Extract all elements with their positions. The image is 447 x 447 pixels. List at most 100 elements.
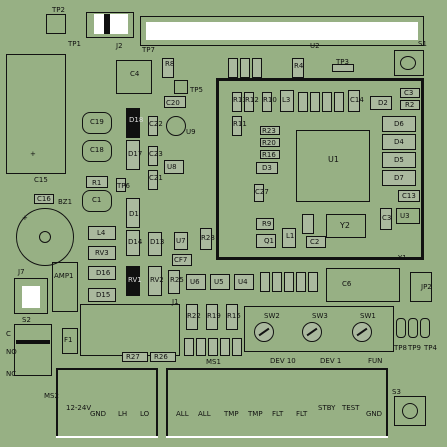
label-plus-c15: + bbox=[30, 150, 36, 158]
label-d16: D16 bbox=[96, 269, 111, 277]
switch-s3-outline bbox=[394, 396, 426, 426]
u9-body bbox=[166, 116, 186, 136]
connector-j2-white-body bbox=[94, 14, 128, 34]
potentiometer-sw1[interactable] bbox=[352, 322, 372, 342]
capacitor-c15-body bbox=[6, 54, 66, 174]
ic-u3 bbox=[396, 208, 420, 224]
varistor-rv2 bbox=[148, 266, 162, 296]
diode-d1 bbox=[126, 198, 140, 228]
pad-tp3 bbox=[332, 64, 354, 72]
tp8-pad bbox=[396, 318, 406, 338]
label-f1: F1 bbox=[64, 336, 73, 344]
label-c20: C20 bbox=[166, 99, 180, 107]
label-r20: R20 bbox=[262, 139, 276, 147]
diode-d15 bbox=[88, 288, 116, 302]
diode-d6 bbox=[382, 116, 416, 132]
potentiometer-sw2[interactable] bbox=[254, 322, 274, 342]
switch-s2-bar bbox=[16, 340, 50, 344]
inductor-l4 bbox=[88, 226, 116, 240]
pad-r1 bbox=[86, 176, 108, 188]
label-j2: J2 bbox=[116, 42, 123, 50]
label-jp2: JP2 bbox=[421, 283, 432, 291]
label-u9: U9 bbox=[186, 128, 196, 136]
label-u8: U8 bbox=[167, 163, 177, 171]
label-amp1: AMP1 bbox=[54, 272, 74, 280]
diode-d10 bbox=[208, 338, 218, 356]
label-c4: C4 bbox=[130, 70, 140, 78]
label-d4: D4 bbox=[394, 138, 404, 146]
label-tp8: TP8 bbox=[394, 344, 407, 352]
pad-r8b bbox=[302, 214, 314, 234]
label-r4: R4 bbox=[294, 62, 304, 70]
pad-r20 bbox=[260, 138, 280, 147]
pad-r14 bbox=[296, 272, 306, 292]
label-c3b: C3 bbox=[382, 214, 392, 222]
inductor-l3 bbox=[280, 90, 294, 112]
terminal-block-right-lower-edge bbox=[166, 436, 388, 438]
pad-r28 bbox=[200, 228, 212, 250]
label-c16: C16 bbox=[37, 195, 51, 203]
diode-d9 bbox=[220, 338, 230, 356]
terminal-label-stby: STBY bbox=[318, 404, 336, 412]
label-c13: C13 bbox=[402, 192, 416, 200]
label-cf7: CF7 bbox=[174, 256, 188, 264]
label-c6: C6 bbox=[342, 280, 352, 288]
label-c23: C23 bbox=[149, 150, 163, 158]
u2-outline bbox=[140, 16, 424, 46]
label-r15: R15 bbox=[227, 312, 241, 320]
label-r1: R1 bbox=[92, 179, 102, 187]
terminal-label-gnd-1: GND bbox=[90, 410, 107, 418]
tp9-pad bbox=[408, 318, 418, 338]
label-r27: R27 bbox=[126, 353, 140, 361]
fuse-f1 bbox=[62, 328, 78, 354]
label-q1: Q1 bbox=[264, 237, 274, 245]
pad-r4 bbox=[292, 58, 304, 78]
label-c18: C18 bbox=[90, 146, 104, 154]
pad-r7 bbox=[252, 58, 262, 78]
diode-d3 bbox=[256, 162, 278, 174]
pad-c21 bbox=[148, 170, 158, 190]
pad-c23 bbox=[148, 146, 158, 166]
label-tp5: TP5 bbox=[190, 86, 203, 94]
inductor-l1 bbox=[282, 228, 296, 248]
switch-s1-button bbox=[400, 56, 416, 70]
label-u4: U4 bbox=[238, 278, 248, 286]
tp4-pad bbox=[420, 318, 430, 338]
label-tp1: TP1 bbox=[68, 40, 81, 48]
label-j7: J7 bbox=[18, 268, 25, 276]
label-u5: U5 bbox=[214, 278, 224, 286]
terminal-label-test: TEST bbox=[342, 404, 360, 412]
pad-r26 bbox=[150, 352, 176, 362]
diode-d7 bbox=[382, 170, 416, 186]
tp2-pad bbox=[46, 14, 66, 34]
pad-r11 bbox=[232, 116, 242, 136]
label-c14: C14 bbox=[350, 96, 364, 104]
pad-cf7 bbox=[172, 254, 192, 266]
switch-s2 bbox=[14, 324, 52, 376]
pad-r13 bbox=[232, 92, 242, 112]
pad-r22 bbox=[186, 304, 198, 330]
label-r26: R26 bbox=[154, 353, 168, 361]
terminal-label-lo: LO bbox=[140, 410, 150, 418]
label-bz1: BZ1 bbox=[58, 198, 73, 206]
terminal-label-12-24v: 12-24V bbox=[66, 404, 92, 412]
label-r28: R28 bbox=[201, 234, 215, 242]
pad-r10 bbox=[262, 92, 272, 112]
terminal-label-tmp-2: TMP bbox=[248, 410, 263, 418]
label-ms1: MS1 bbox=[206, 358, 221, 366]
label-rv3: RV3 bbox=[95, 249, 109, 257]
pad-r17 bbox=[284, 272, 294, 292]
potentiometer-sw3[interactable] bbox=[302, 322, 322, 342]
terminal-block-left-lower-edge bbox=[56, 436, 158, 438]
terminal-label-flt-2: FLT bbox=[296, 410, 308, 418]
label-tp9: TP9 bbox=[408, 344, 421, 352]
capacitor-c4-body bbox=[116, 60, 152, 94]
label-rv1: RV1 bbox=[128, 276, 142, 284]
pad-tp6 bbox=[116, 178, 126, 192]
varistor-rv3 bbox=[88, 246, 116, 260]
pad-r6 bbox=[240, 58, 250, 78]
label-tp4: TP4 bbox=[424, 344, 437, 352]
label-l3: L3 bbox=[282, 96, 291, 104]
label-r8: R8 bbox=[165, 60, 175, 68]
capacitor-c18 bbox=[82, 140, 112, 162]
